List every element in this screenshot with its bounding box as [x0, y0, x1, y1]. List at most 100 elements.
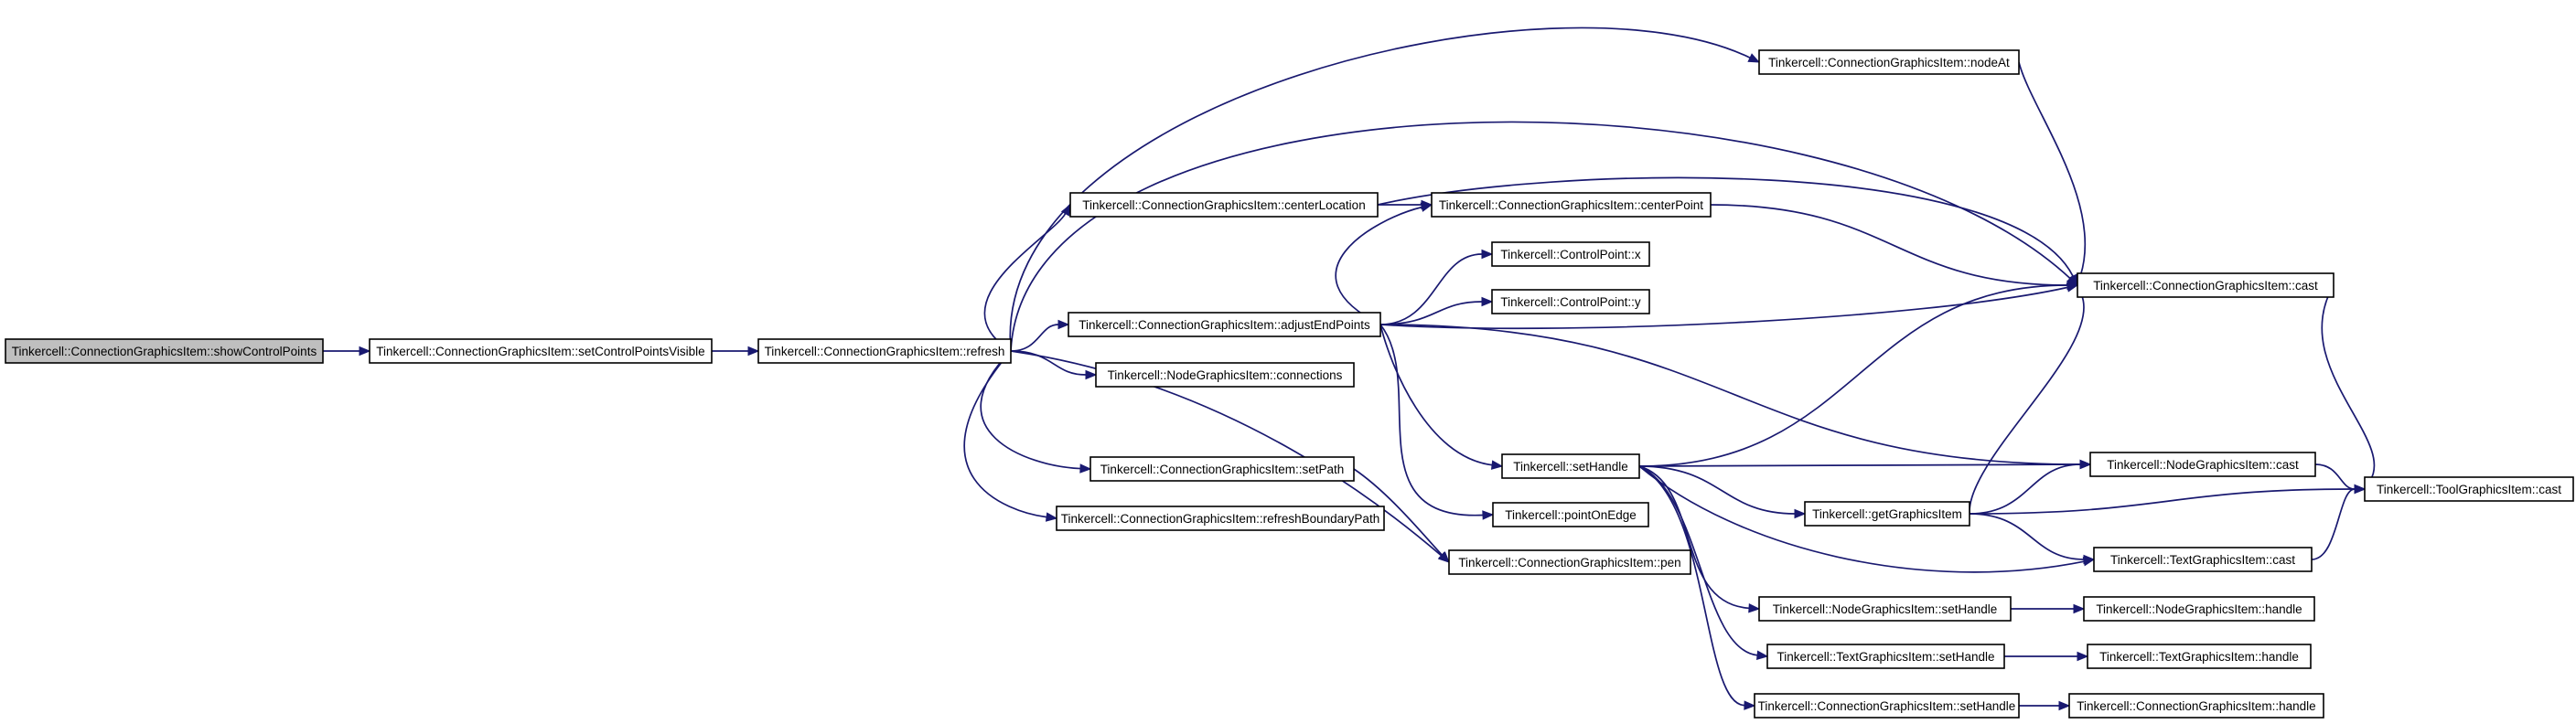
- node-label: Tinkercell::ToolGraphicsItem::cast: [2377, 483, 2561, 496]
- edge-arrowhead: [1755, 650, 1769, 660]
- edge-nodeAt-to-cgiCast: [2018, 61, 2087, 287]
- node-box: [2083, 596, 2315, 622]
- edge-adjustEndPoints-to-pointOnEdge: [1379, 324, 1495, 520]
- node-pointOnEdge[interactable]: Tinkercell::pointOnEdge: [1492, 502, 1649, 527]
- edge-arrowhead: [1060, 203, 1071, 217]
- edge-line: [1638, 465, 1745, 707]
- edge-adjustEndPoints-to-ngiCast: [1379, 324, 2092, 470]
- node-box: [1089, 456, 1355, 482]
- node-centerLocation[interactable]: Tinkercell::ConnectionGraphicsItem::cent…: [1069, 192, 1379, 218]
- node-cpx[interactable]: Tinkercell::ControlPoint::x: [1491, 241, 1650, 267]
- edge-arrowhead: [1085, 369, 1098, 380]
- edge-refresh-to-connections: [1010, 350, 1098, 380]
- edge-arrowhead: [1747, 53, 1761, 63]
- node-setControlPointsVisible[interactable]: Tinkercell::ConnectionGraphicsItem::setC…: [369, 338, 713, 364]
- edge-line: [1010, 324, 1059, 352]
- node-cgiSetHandle[interactable]: Tinkercell::ConnectionGraphicsItem::setH…: [1754, 693, 2020, 719]
- edge-textCast-to-tgiToolCast: [2311, 484, 2367, 560]
- node-centerPoint[interactable]: Tinkercell::ConnectionGraphicsItem::cent…: [1431, 192, 1712, 218]
- node-nodeAt[interactable]: Tinkercell::ConnectionGraphicsItem::node…: [1758, 49, 2020, 75]
- edge-line: [1379, 286, 2068, 330]
- node-label: Tinkercell::ConnectionGraphicsItem::refr…: [765, 345, 1005, 358]
- node-label: Tinkercell::ConnectionGraphicsItem::cent…: [1439, 198, 1703, 212]
- edges-layer: [322, 27, 2376, 711]
- node-label: Tinkercell::ConnectionGraphicsItem::hand…: [2077, 699, 2315, 713]
- node-label: Tinkercell::ConnectionGraphicsItem::cast: [2093, 279, 2318, 293]
- node-label: Tinkercell::NodeGraphicsItem::connection…: [1108, 368, 1343, 382]
- edge-refresh-to-centerLocation: [983, 203, 1071, 352]
- node-label: Tinkercell::ConnectionGraphicsItem::node…: [1768, 56, 2010, 69]
- node-label: Tinkercell::ConnectionGraphicsItem::pen: [1458, 556, 1680, 570]
- edge-arrowhead: [1481, 249, 1494, 260]
- node-box: [1491, 241, 1650, 267]
- node-pen[interactable]: Tinkercell::ConnectionGraphicsItem::pen: [1448, 549, 1691, 575]
- node-label: Tinkercell::TextGraphicsItem::setHandle: [1776, 650, 1994, 664]
- node-box: [1758, 49, 2020, 75]
- node-ngiCast[interactable]: Tinkercell::NodeGraphicsItem::cast: [2089, 452, 2316, 477]
- node-cpy[interactable]: Tinkercell::ControlPoint::y: [1491, 289, 1650, 314]
- node-box: [2093, 547, 2313, 572]
- node-cgiCast[interactable]: Tinkercell::ConnectionGraphicsItem::cast: [2077, 272, 2334, 298]
- node-label: Tinkercell::NodeGraphicsItem::cast: [2107, 458, 2299, 472]
- edge-line: [1379, 253, 1483, 325]
- edge-showControlPoints-to-setControlPointsVisible: [322, 346, 371, 357]
- node-box: [2077, 272, 2334, 298]
- node-box: [369, 338, 713, 364]
- node-label: Tinkercell::NodeGraphicsItem::setHandle: [1773, 602, 1998, 616]
- node-box: [1431, 192, 1712, 218]
- edge-line: [1710, 204, 2068, 286]
- edge-line: [1335, 206, 1422, 325]
- node-box: [2364, 476, 2574, 502]
- edge-arrowhead: [2073, 603, 2086, 614]
- node-tgiSetHandle[interactable]: Tinkercell::TextGraphicsItem::setHandle: [1766, 644, 2005, 669]
- node-refreshBoundaryPath[interactable]: Tinkercell::ConnectionGraphicsItem::refr…: [1056, 506, 1385, 531]
- edge-arrowhead: [1490, 460, 1504, 470]
- nodes-layer: Tinkercell::ConnectionGraphicsItem::show…: [5, 49, 2574, 719]
- edge-arrowhead: [2058, 700, 2071, 711]
- edge-refresh-to-refreshBoundaryPath: [963, 350, 1058, 522]
- node-cgiHandle[interactable]: Tinkercell::ConnectionGraphicsItem::hand…: [2068, 693, 2324, 719]
- edge-adjustEndPoints-to-cpx: [1379, 249, 1494, 325]
- edge-arrowhead: [1744, 700, 1756, 710]
- edge-adjustEndPoints-to-centerPoint: [1335, 202, 1433, 325]
- node-box: [757, 338, 1012, 364]
- node-box: [1758, 596, 2012, 622]
- edge-line: [1638, 465, 1758, 656]
- edge-line: [1969, 293, 2085, 515]
- edge-setHandle-to-ngiCast: [1638, 459, 2092, 470]
- edge-arrowhead: [1438, 551, 1450, 563]
- node-setPath[interactable]: Tinkercell::ConnectionGraphicsItem::setP…: [1089, 456, 1355, 482]
- edge-line: [2314, 463, 2356, 490]
- node-getGraphicsItem[interactable]: Tinkercell::getGraphicsItem: [1804, 501, 1970, 527]
- node-box: [1068, 312, 1381, 337]
- node-box: [2087, 644, 2312, 669]
- node-ngiSetHandle[interactable]: Tinkercell::NodeGraphicsItem::setHandle: [1758, 596, 2012, 622]
- edge-line: [1969, 513, 2085, 560]
- node-ngiHandle[interactable]: Tinkercell::NodeGraphicsItem::handle: [2083, 596, 2315, 622]
- edge-arrowhead: [747, 346, 760, 357]
- node-textCast[interactable]: Tinkercell::TextGraphicsItem::cast: [2093, 547, 2313, 572]
- edge-line: [1969, 488, 2356, 515]
- edge-arrowhead: [1057, 319, 1070, 330]
- edge-line: [1010, 121, 2071, 352]
- node-label: Tinkercell::TextGraphicsItem::handle: [2099, 650, 2299, 664]
- node-connections[interactable]: Tinkercell::NodeGraphicsItem::connection…: [1095, 362, 1355, 388]
- edge-arrowhead: [2083, 554, 2096, 565]
- edge-line: [1638, 465, 2085, 573]
- node-label: Tinkercell::ControlPoint::x: [1500, 248, 1641, 261]
- edge-line: [1379, 301, 1483, 325]
- node-adjustEndPoints[interactable]: Tinkercell::ConnectionGraphicsItem::adju…: [1068, 312, 1381, 337]
- edge-arrowhead: [2066, 280, 2079, 291]
- edge-tgiSetHandle-to-tgiHandle: [2004, 651, 2089, 662]
- edge-line: [1353, 468, 1443, 556]
- node-tgiToolCast[interactable]: Tinkercell::ToolGraphicsItem::cast: [2364, 476, 2574, 502]
- node-box: [1492, 502, 1649, 527]
- edge-arrowhead: [1420, 202, 1433, 212]
- node-refresh[interactable]: Tinkercell::ConnectionGraphicsItem::refr…: [757, 338, 1012, 364]
- node-label: Tinkercell::NodeGraphicsItem::handle: [2096, 602, 2302, 616]
- node-box: [2089, 452, 2316, 477]
- edge-arrowhead: [1794, 508, 1807, 519]
- node-tgiHandle[interactable]: Tinkercell::TextGraphicsItem::handle: [2087, 644, 2312, 669]
- node-setHandle[interactable]: Tinkercell::setHandle: [1501, 453, 1640, 479]
- edge-getGraphicsItem-to-textCast: [1969, 513, 2096, 565]
